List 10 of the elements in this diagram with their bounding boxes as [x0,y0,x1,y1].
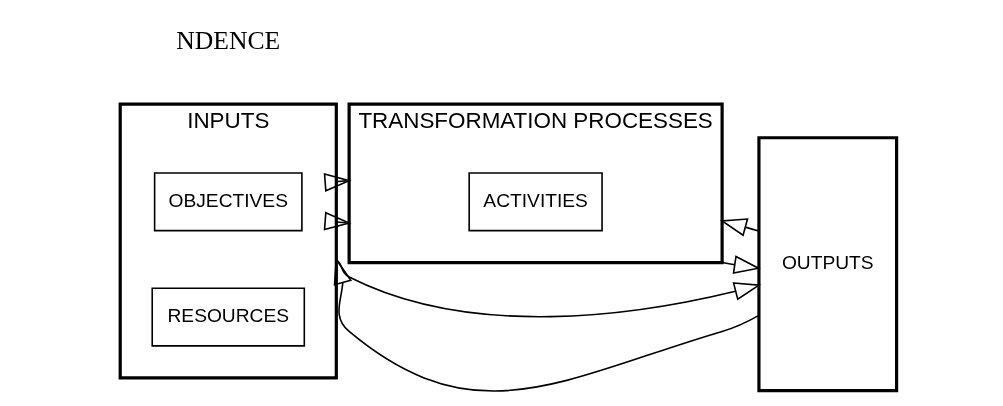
node-box: RESOURCES [150,287,305,347]
arrow [323,173,352,192]
arrow [323,211,352,231]
node-box: OBJECTIVES [153,172,303,232]
arrow [333,257,760,392]
node-box: ACTIVITIES [467,172,603,232]
node-box: OUTPUTS [756,136,898,393]
arrow [720,255,761,275]
label: NDENCE [175,26,280,56]
arrow [719,218,759,237]
